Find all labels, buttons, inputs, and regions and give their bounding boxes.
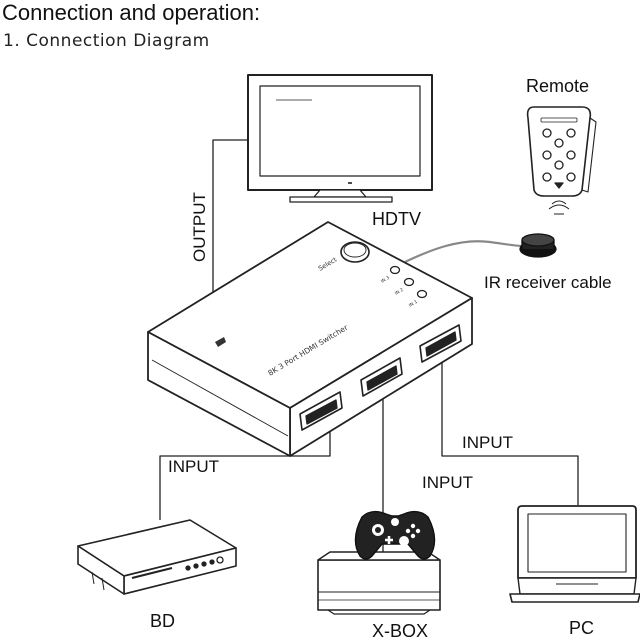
hdmi-port-2 [360,357,403,397]
ir-receiver-cable-label: IR receiver cable [484,273,612,292]
input-label-bd: INPUT [168,457,219,476]
hdtv-label: HDTV [372,209,421,229]
page-title: Connection and operation: [2,0,261,25]
page-subtitle: 1. Connection Diagram [3,31,210,51]
ir-receiver-icon [519,233,557,258]
hdmi-port-1 [299,391,343,431]
input-label-pc: INPUT [462,433,513,452]
led-label-in3: IN 3 [380,275,391,285]
hdmi-port-3 [419,324,462,363]
bd-player-icon [77,519,237,595]
pc-laptop-icon [509,505,640,603]
hdtv-icon [247,74,433,203]
xbox-label: X-BOX [372,621,428,641]
ir-receiver-cable [404,240,525,263]
output-cable [212,139,248,293]
hdmi-switcher [147,221,473,457]
input-cable-bd [159,428,331,520]
input-label-xbox: INPUT [422,473,473,492]
pc-label: PC [569,618,594,638]
remote-label: Remote [526,76,589,96]
remote-icon [526,106,597,215]
xbox-controller-icon [354,510,436,560]
xbox-console-icon [317,551,441,615]
led-label-in1: IN 1 [408,299,419,309]
input-cable-pc [441,360,579,505]
output-label: OUTPUT [190,192,209,262]
led-label-in2: IN 2 [394,287,405,297]
bd-label: BD [150,611,175,631]
